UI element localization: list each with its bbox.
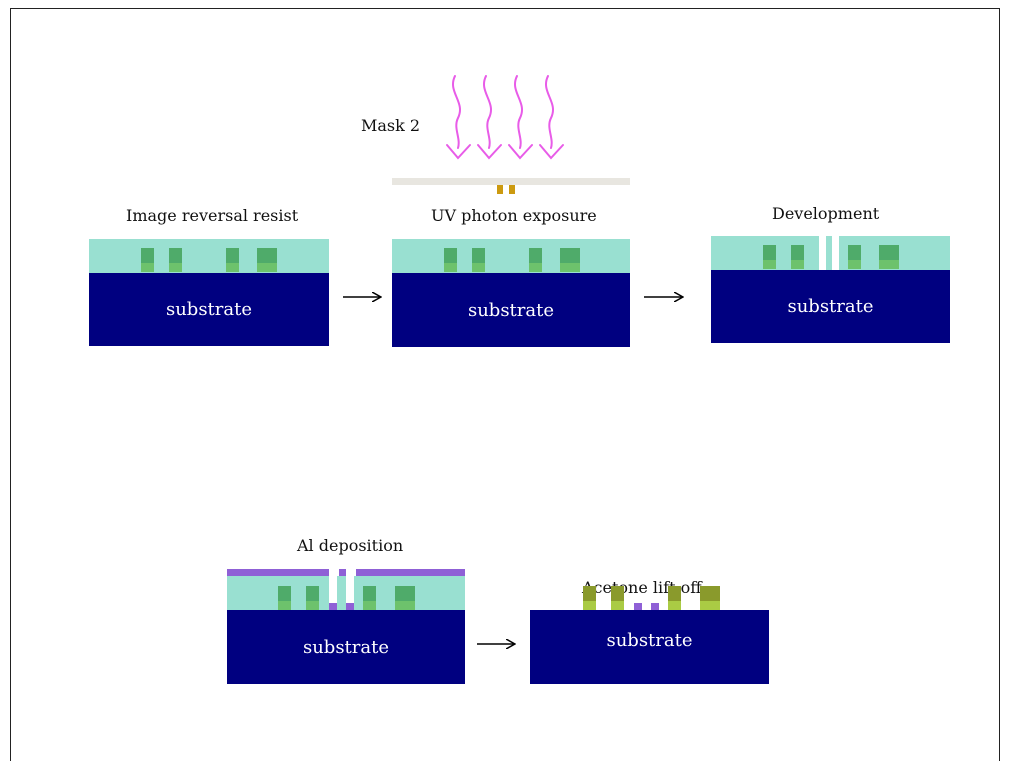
step3-resist-block [763, 245, 776, 269]
step4-resist-block [395, 586, 415, 610]
step5-structure [611, 586, 624, 610]
step4-resist-block [363, 586, 376, 610]
step4-resist-block [306, 586, 319, 610]
step3-resist-layer [711, 236, 950, 270]
uv-ray [477, 144, 502, 160]
step5-structure [668, 586, 681, 610]
step5-structure [700, 586, 720, 610]
step4-resist-block [278, 586, 291, 610]
step5-aluminum-feature [634, 603, 642, 610]
step4-aluminum-layer-right [356, 569, 465, 576]
uv-ray [539, 144, 564, 160]
step2-resist-block [472, 248, 485, 272]
step2-resist-layer [392, 239, 630, 273]
step5-substrate: substrate [530, 610, 769, 684]
uv-ray [545, 75, 554, 149]
step3-substrate: substrate [711, 270, 950, 343]
mask-label: Mask 2 [361, 116, 421, 135]
mask-feature [497, 185, 503, 194]
step2-substrate: substrate [392, 273, 630, 347]
uv-ray [483, 75, 492, 149]
uv-ray [508, 144, 533, 160]
step1-resist-layer [89, 239, 329, 273]
mask-feature [509, 185, 515, 194]
uv-ray [446, 144, 471, 160]
step3-developed-opening [832, 236, 839, 270]
step2-resist-block [444, 248, 457, 272]
step2-resist-block [529, 248, 542, 272]
uv-ray [514, 75, 523, 149]
step4-opening [329, 576, 337, 610]
step1-resist-block [257, 248, 277, 272]
step4-aluminum-layer-middle [339, 569, 346, 576]
step3-resist-block [848, 245, 861, 269]
step2-resist-block [560, 248, 580, 272]
step4-aluminum-layer-left [227, 569, 329, 576]
mask-plate [392, 178, 630, 185]
uv-ray [452, 75, 461, 149]
figure-frame [10, 8, 1000, 761]
step1-resist-block [226, 248, 239, 272]
step1-resist-block [141, 248, 154, 272]
step4-label: Al deposition [297, 536, 404, 555]
step4-aluminum-in-opening [346, 603, 354, 610]
step1-substrate: substrate [89, 273, 329, 346]
step1-label: Image reversal resist [126, 206, 299, 225]
step4-opening [346, 576, 354, 610]
step4-substrate: substrate [227, 610, 465, 684]
step4-aluminum-in-opening [329, 603, 337, 610]
step3-resist-block [879, 245, 899, 269]
step5-aluminum-feature [651, 603, 659, 610]
uv-light-rays [446, 75, 564, 160]
step5-structure [583, 586, 596, 610]
step3-resist-block [791, 245, 804, 269]
step2-label: UV photon exposure [431, 206, 597, 225]
step1-resist-block [169, 248, 182, 272]
step3-label: Development [772, 204, 880, 223]
step3-developed-opening [819, 236, 826, 270]
